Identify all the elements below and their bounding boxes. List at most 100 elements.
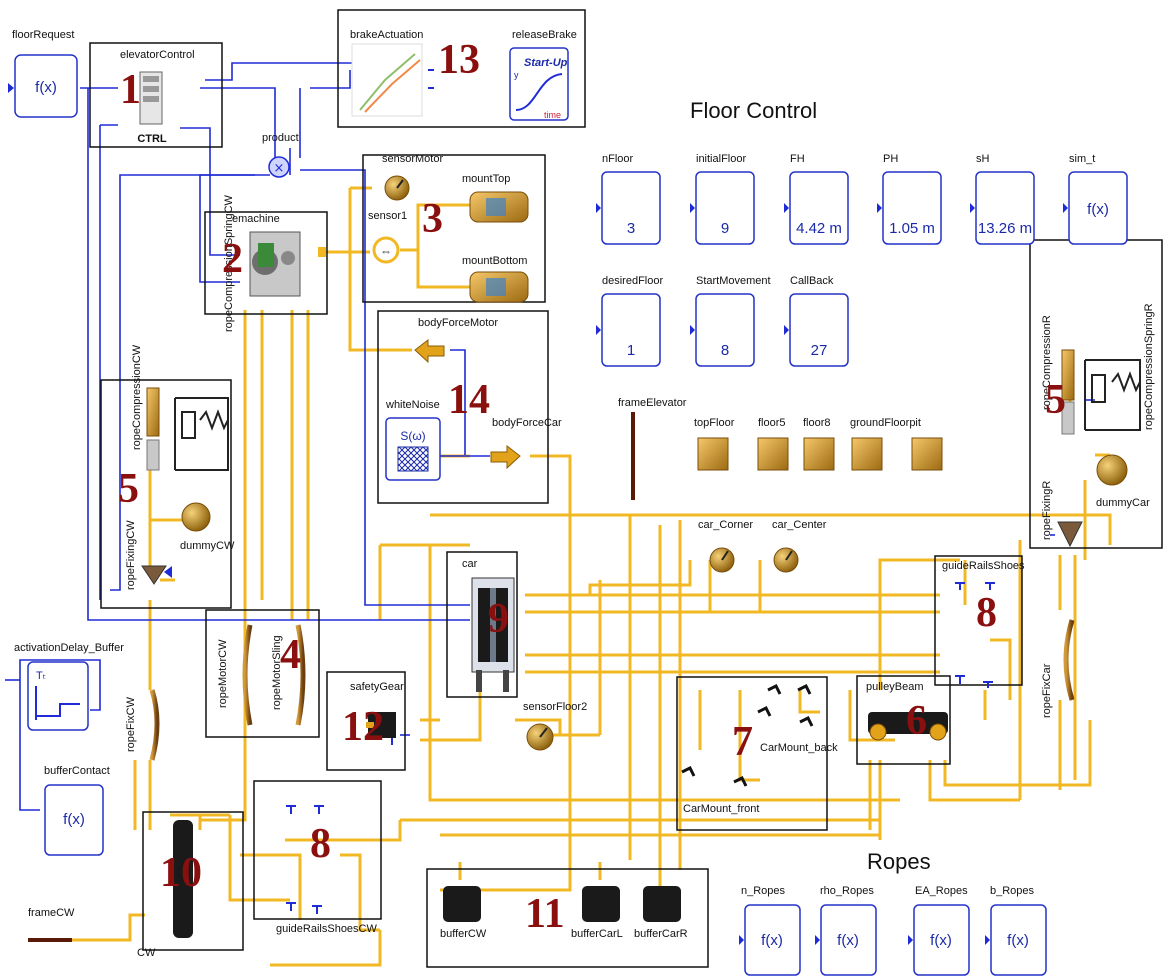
elevator-control-label: elevatorControl [120,49,195,61]
param-fh-value: 4.42 m [796,220,842,237]
region-number-2: 2 [222,236,243,282]
param-ea-ropes-label: EA_Ropes [915,885,968,897]
activation-delay-buffer-block[interactable]: activationDelay_Buffer Tₜ [14,642,124,730]
release-brake-block[interactable]: releaseBrake Start-Up y time [510,29,577,120]
floor-8-block[interactable]: floor8 [803,417,834,470]
mount-top-block[interactable]: mountTop [462,173,528,222]
floor-top-block[interactable]: topFloor [694,417,735,470]
elevator-control-sub: CTRL [137,133,167,145]
param-fh[interactable]: FH 4.42 m [790,153,848,244]
param-rho-ropes[interactable]: rho_Ropes f(x) [820,885,876,975]
param-b-ropes-value: f(x) [1007,932,1029,949]
param-sh[interactable]: sH 13.26 m [976,153,1034,244]
floor-request-label: floorRequest [12,29,74,41]
guide-rails-shoes-cw-label: guideRailsShoesCW [276,923,377,935]
buffer-car-r-block[interactable]: bufferCarR [634,886,688,940]
param-ea-ropes[interactable]: EA_Ropes f(x) [914,885,969,975]
region-number-6: 6 [906,698,927,744]
sensor-motor-label: sensorMotor [382,153,443,165]
dummy-car-block[interactable]: dummyCar [1096,455,1150,509]
param-ea-ropes-value: f(x) [930,932,952,949]
param-ph[interactable]: PH 1.05 m [883,153,941,244]
mount-top-label: mountTop [462,173,510,185]
rope-fix-cw-block[interactable]: ropeFixCW [125,690,157,760]
frame-cw-block[interactable]: frameCW [28,907,75,940]
param-nfloor[interactable]: nFloor 3 [602,153,660,244]
floor-8-label: floor8 [803,417,831,429]
param-desiredfloor[interactable]: desiredFloor 1 [602,275,663,366]
region-number-3: 3 [422,196,443,242]
svg-text:×: × [274,161,285,176]
param-b-ropes-label: b_Ropes [990,885,1035,897]
release-brake-text: Start-Up [524,57,568,69]
white-noise-label: whiteNoise [385,399,440,411]
floor-5-label: floor5 [758,417,786,429]
param-rho-ropes-value: f(x) [837,932,859,949]
param-callback[interactable]: CallBack 27 [790,275,848,366]
car-corner-sensor[interactable]: car_Corner [698,519,753,572]
rope-fix-car-block[interactable]: ropeFixCar [1041,620,1072,718]
counterweight-label: CW [137,947,156,959]
frame-elevator-block[interactable]: frameElevator [618,397,687,500]
car-center-sensor[interactable]: car_Center [772,519,827,572]
buffer-cw-block[interactable]: bufferCW [440,886,487,940]
body-force-car-block[interactable]: bodyForceCar [491,417,562,468]
param-startmovement[interactable]: StartMovement 8 [696,275,771,366]
param-desiredfloor-label: desiredFloor [602,275,663,287]
param-callback-value: 27 [811,342,828,359]
sensor-floor2-block[interactable]: sensorFloor2 [523,701,587,750]
region-number-8b: 8 [310,821,331,867]
param-rho-ropes-label: rho_Ropes [820,885,874,897]
mount-bottom-label: mountBottom [462,255,527,267]
param-callback-label: CallBack [790,275,834,287]
brake-actuation-label: brakeActuation [350,29,423,41]
param-initialfloor[interactable]: initialFloor 9 [696,153,754,244]
buffer-cw-label: bufferCW [440,928,487,940]
dummy-cw-label: dummyCW [180,540,235,552]
brake-actuation-block[interactable]: brakeActuation [350,29,434,116]
floor-5-block[interactable]: floor5 [758,417,788,470]
dummy-cw-block[interactable]: dummyCW [180,503,235,552]
car-corner-label: car_Corner [698,519,753,531]
sensor1-block[interactable]: sensor1 ⇔ [368,210,407,262]
param-b-ropes[interactable]: b_Ropes f(x) [990,885,1046,975]
region-number-11: 11 [525,891,565,937]
emachine-block[interactable]: emachine [232,213,326,296]
param-startmovement-label: StartMovement [696,275,771,287]
mount-bottom-block[interactable]: mountBottom [462,255,528,302]
region-number-9: 9 [488,596,509,642]
floor-ground-block[interactable]: groundFloorpit [850,417,942,470]
sensor1-label: sensor1 [368,210,407,222]
rope-compression-cw-block[interactable]: ropeCompressionCW ropeCompressionSpringC… [131,194,235,470]
rope-fixing-cw-label: ropeFixingCW [125,520,137,590]
sensor-motor-block[interactable]: sensorMotor [382,153,443,200]
param-sh-value: 13.26 m [978,220,1032,237]
dummy-car-label: dummyCar [1096,497,1150,509]
buffer-car-l-block[interactable]: bufferCarL [571,886,623,940]
body-force-motor-block[interactable]: bodyForceMotor [415,317,498,362]
floor-request-block[interactable]: floorRequest f(x) [8,29,77,117]
safety-gear-label: safetyGear [350,681,404,693]
rope-fixing-r-block[interactable]: ropeFixingR [1041,481,1082,546]
param-desiredfloor-value: 1 [627,342,635,359]
activation-delay-buffer-label: activationDelay_Buffer [14,642,124,654]
floor-control-title: Floor Control [690,98,817,123]
frame-elevator-label: frameElevator [618,397,687,409]
guide-rails-shoes-label: guideRailsShoes [942,560,1025,572]
buffer-contact-block[interactable]: bufferContact f(x) [44,765,110,855]
car-mount-back-label: CarMount_back [760,742,838,754]
param-nfloor-value: 3 [627,220,635,237]
param-startmovement-value: 8 [721,342,729,359]
param-n-ropes-value: f(x) [761,932,783,949]
param-n-ropes-label: n_Ropes [741,885,786,897]
rope-compression-cw-label: ropeCompressionCW [131,344,143,450]
product-block[interactable]: product × [262,132,299,177]
param-sim-t[interactable]: sim_t f(x) [1069,153,1127,244]
pulley-beam-label: pulleyBeam [866,681,923,693]
param-n-ropes[interactable]: n_Ropes f(x) [741,885,800,975]
white-noise-block[interactable]: whiteNoise S(ω) [385,399,440,480]
param-ph-label: PH [883,153,898,165]
white-noise-value: S(ω) [400,429,425,443]
car-mount-block[interactable]: CarMount_back CarMount_front [682,686,838,815]
region-number-1: 1 [120,67,141,113]
